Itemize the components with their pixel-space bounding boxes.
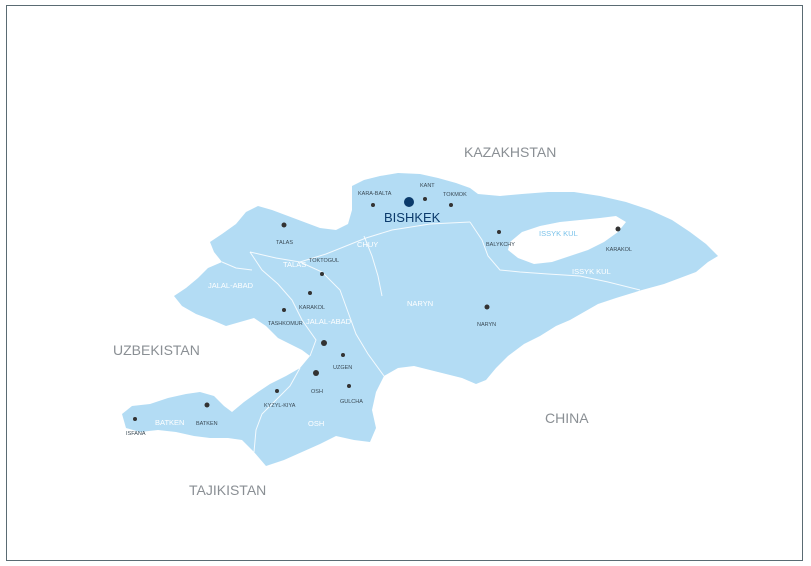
city-label-batken: BATKEN xyxy=(196,421,218,427)
region-label-batken: BATKEN xyxy=(155,418,184,427)
city-dot-batken xyxy=(204,402,210,408)
country-label-uzbekistan: UZBEKISTAN xyxy=(113,342,200,358)
city-label-kant: KANT xyxy=(420,183,435,189)
city-label-kara-balta: KARA-BALTA xyxy=(358,191,392,197)
city-dot-tashkomur xyxy=(282,308,286,312)
city-dot-karakol-west xyxy=(308,291,312,295)
city-dot-kara-balta xyxy=(371,203,375,207)
city-label-karakol-west: KARAKOL xyxy=(299,305,325,311)
city-label-karakol: KARAKOL xyxy=(606,247,632,253)
city-label-kyzyl-kiya: KYZYL-KIYA xyxy=(264,403,296,409)
region-label-osh: OSH xyxy=(308,419,324,428)
region-label-jalal-abad: JALAL-ABAD xyxy=(306,317,352,326)
city-label-naryn: NARYN xyxy=(477,322,496,328)
city-label-toktogul: TOKTOGUL xyxy=(309,258,339,264)
region-label-naryn: NARYN xyxy=(407,299,433,308)
city-label-gulcha: GULCHA xyxy=(340,399,363,405)
country-label-china: CHINA xyxy=(545,410,589,426)
city-label-tokmok: TOKMOK xyxy=(443,192,467,198)
city-dot-naryn xyxy=(484,304,490,310)
region-label-chuy: CHUY xyxy=(357,240,378,249)
city-dot-karakol xyxy=(615,226,621,232)
city-dot-kyzyl-kiya xyxy=(275,389,279,393)
city-dots xyxy=(133,197,621,421)
city-dot-jalal-abad xyxy=(321,340,327,346)
city-label-osh: OSH xyxy=(311,389,323,395)
city-dot-gulcha xyxy=(347,384,351,388)
region-label-jalal-abad-west: JALAL-ABAD xyxy=(208,281,254,290)
city-dot-isfana xyxy=(133,417,137,421)
city-label-uzgen: UZGEN xyxy=(333,365,352,371)
city-dot-toktogul xyxy=(320,272,324,276)
lake-label-issyk-kul: ISSYK KUL xyxy=(539,229,578,238)
city-label-balykchy: BALYKCHY xyxy=(486,242,515,248)
capital-dot-bishkek xyxy=(404,197,414,207)
city-dot-talas xyxy=(281,222,287,228)
city-dot-balykchy xyxy=(497,230,501,234)
country-label-kazakhstan: KAZAKHSTAN xyxy=(464,144,556,160)
country-label-tajikistan: TAJIKISTAN xyxy=(189,482,266,498)
city-label-isfana: ISFANA xyxy=(126,431,146,437)
city-dot-uzgen xyxy=(341,353,345,357)
city-label-tashkomur: TASHKOMUR xyxy=(268,321,303,327)
region-label-issyk-kul: ISSYK KUL xyxy=(572,267,611,276)
city-dot-osh xyxy=(313,370,319,376)
city-dot-kant xyxy=(423,197,427,201)
city-dot-tokmok xyxy=(449,203,453,207)
city-label-talas: TALAS xyxy=(276,240,293,246)
oblast-borders xyxy=(221,221,641,453)
region-label-talas: TALAS xyxy=(283,260,306,269)
capital-label-bishkek: BISHKEK xyxy=(384,210,441,225)
issyk-kul-lake xyxy=(508,216,626,264)
